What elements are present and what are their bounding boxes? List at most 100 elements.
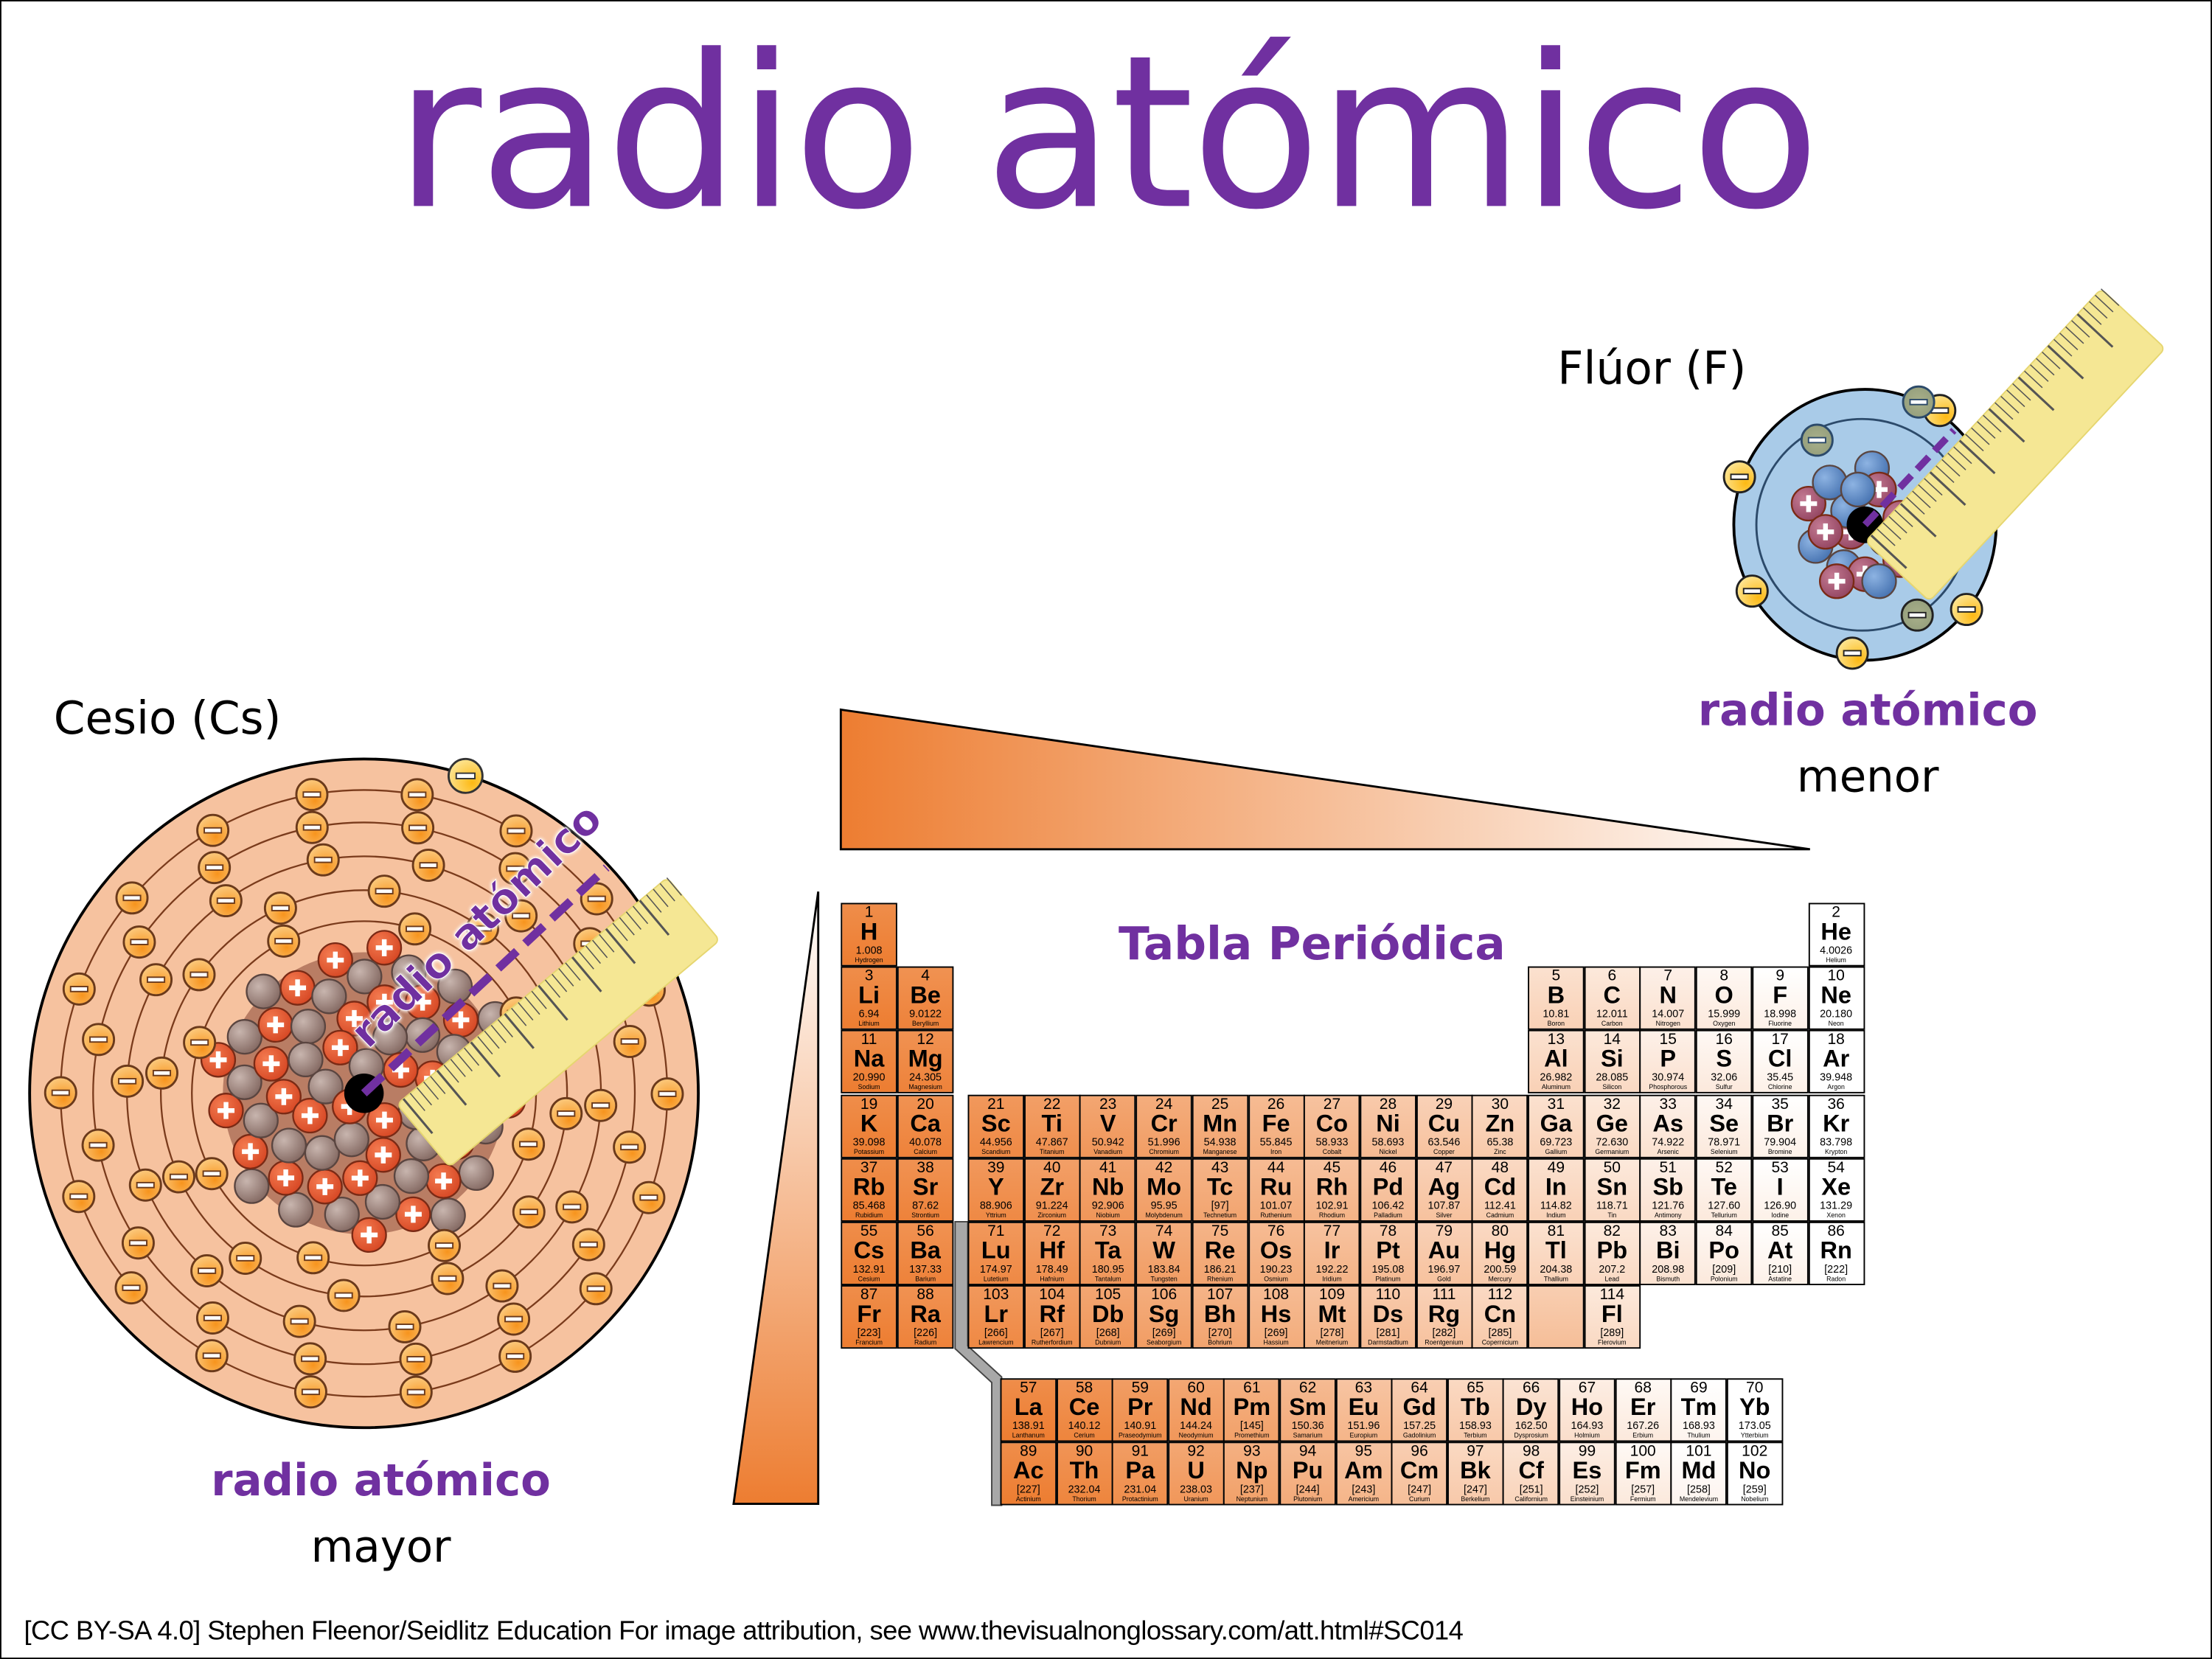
minus-sign-icon: [658, 1091, 677, 1097]
atomic-mass: 196.97: [1427, 1262, 1461, 1276]
element-symbol: Md: [1681, 1457, 1717, 1485]
element-name: Niobium: [1096, 1211, 1120, 1219]
element-symbol: Ta: [1094, 1237, 1121, 1265]
atomic-mass: [251]: [1519, 1483, 1543, 1496]
atomic-number: 87: [860, 1287, 878, 1304]
atomic-number: 106: [1151, 1287, 1178, 1304]
minus-sign-icon: [204, 827, 223, 834]
atomic-number: 67: [1578, 1380, 1596, 1397]
atomic-mass: 167.26: [1627, 1419, 1660, 1432]
element-symbol: Ga: [1540, 1109, 1573, 1137]
electron-shell: [92, 821, 636, 1366]
element-symbol: P: [1660, 1046, 1677, 1073]
element-symbol: Rh: [1315, 1173, 1349, 1200]
ruler-tick: [538, 984, 568, 1021]
atomic-mass: [244]: [1295, 1483, 1320, 1496]
atomic-mass: 85.468: [852, 1198, 886, 1212]
element-name: Bohrium: [1208, 1339, 1232, 1346]
minus-sign-icon: [88, 1141, 108, 1149]
page-title: radio atómico: [394, 11, 1820, 257]
ruler-tick: [2012, 383, 2031, 401]
neutron: [333, 1121, 369, 1158]
minus-sign-icon: [519, 1208, 538, 1216]
element-name: Beryllium: [912, 1020, 939, 1028]
atomic-number: 105: [1095, 1287, 1121, 1304]
element-symbol: U: [1187, 1457, 1205, 1485]
element-symbol: Lr: [984, 1301, 1009, 1328]
cesium-atom: [28, 757, 718, 1430]
element-name: Magnesium: [908, 1084, 942, 1091]
element-symbol: Ho: [1571, 1394, 1604, 1421]
atomic-number: 55: [860, 1222, 878, 1240]
atomic-number: 85: [1771, 1222, 1789, 1240]
atomic-number: 29: [1435, 1095, 1453, 1113]
element-symbol: Si: [1600, 1046, 1624, 1073]
element-name: Nickel: [1379, 1147, 1397, 1155]
ruler-tick: [2030, 364, 2049, 382]
minus-sign-icon: [290, 1318, 309, 1325]
ruler-tick: [639, 900, 670, 936]
element-symbol: Lu: [981, 1237, 1011, 1265]
atomic-mass: 238.03: [1180, 1483, 1213, 1496]
minus-sign-icon: [301, 1388, 320, 1396]
atomic-mass: 88.906: [979, 1198, 1012, 1212]
element-symbol: Fr: [857, 1301, 881, 1328]
atomic-mass: 92.906: [1091, 1198, 1124, 1212]
element-name: Thorium: [1072, 1495, 1096, 1503]
atomic-mass: 40.078: [909, 1135, 942, 1148]
element-name: Thallium: [1543, 1275, 1568, 1283]
element-name: Technetium: [1203, 1211, 1237, 1219]
element-name: Iodine: [1771, 1211, 1790, 1219]
atomic-number: 74: [1155, 1222, 1173, 1240]
plus-sign-icon: [331, 1039, 349, 1057]
atomic-number: 73: [1099, 1222, 1117, 1240]
plus-sign-icon: [316, 1178, 334, 1195]
ruler-tick: [585, 945, 602, 964]
ruler-tick: [1929, 471, 1966, 506]
minus-sign-icon: [406, 1388, 425, 1396]
minus-sign-icon: [1807, 437, 1826, 444]
element-symbol: Sr: [912, 1173, 939, 1200]
element-name: Europium: [1349, 1431, 1378, 1439]
atomic-mass: 83.798: [1820, 1135, 1853, 1148]
atomic-mass: 162.50: [1514, 1419, 1548, 1432]
minus-sign-icon: [1930, 407, 1950, 414]
atomic-mass: [266]: [984, 1326, 1008, 1340]
element-name: Radium: [914, 1339, 937, 1346]
ruler-tick: [578, 950, 594, 970]
atomic-number: 16: [1715, 1032, 1733, 1049]
minus-sign-icon: [419, 862, 438, 869]
minus-sign-icon: [89, 1036, 108, 1043]
element-name: Silver: [1436, 1211, 1453, 1219]
element-symbol: Pr: [1127, 1394, 1153, 1421]
ruler-tick: [2000, 395, 2020, 414]
element-name: Terbium: [1464, 1431, 1487, 1439]
element-symbol: Mn: [1203, 1109, 1238, 1137]
element-name: Holmium: [1574, 1431, 1600, 1439]
atomic-number: 88: [917, 1287, 934, 1304]
element-symbol: Te: [1711, 1173, 1737, 1200]
element-symbol: Ti: [1041, 1109, 1062, 1137]
atomic-number: 66: [1522, 1380, 1540, 1397]
atomic-number: 54: [1827, 1159, 1845, 1177]
atomic-number: 21: [987, 1095, 1005, 1113]
minus-sign-icon: [620, 1038, 639, 1045]
atomic-mass: 204.38: [1540, 1262, 1573, 1276]
neutron: [304, 1135, 340, 1171]
element-symbol: Ar: [1823, 1046, 1850, 1073]
element-name: Mendelevium: [1679, 1495, 1719, 1503]
atomic-number: 5: [1551, 967, 1561, 985]
atomic-mass: [278]: [1320, 1326, 1344, 1340]
